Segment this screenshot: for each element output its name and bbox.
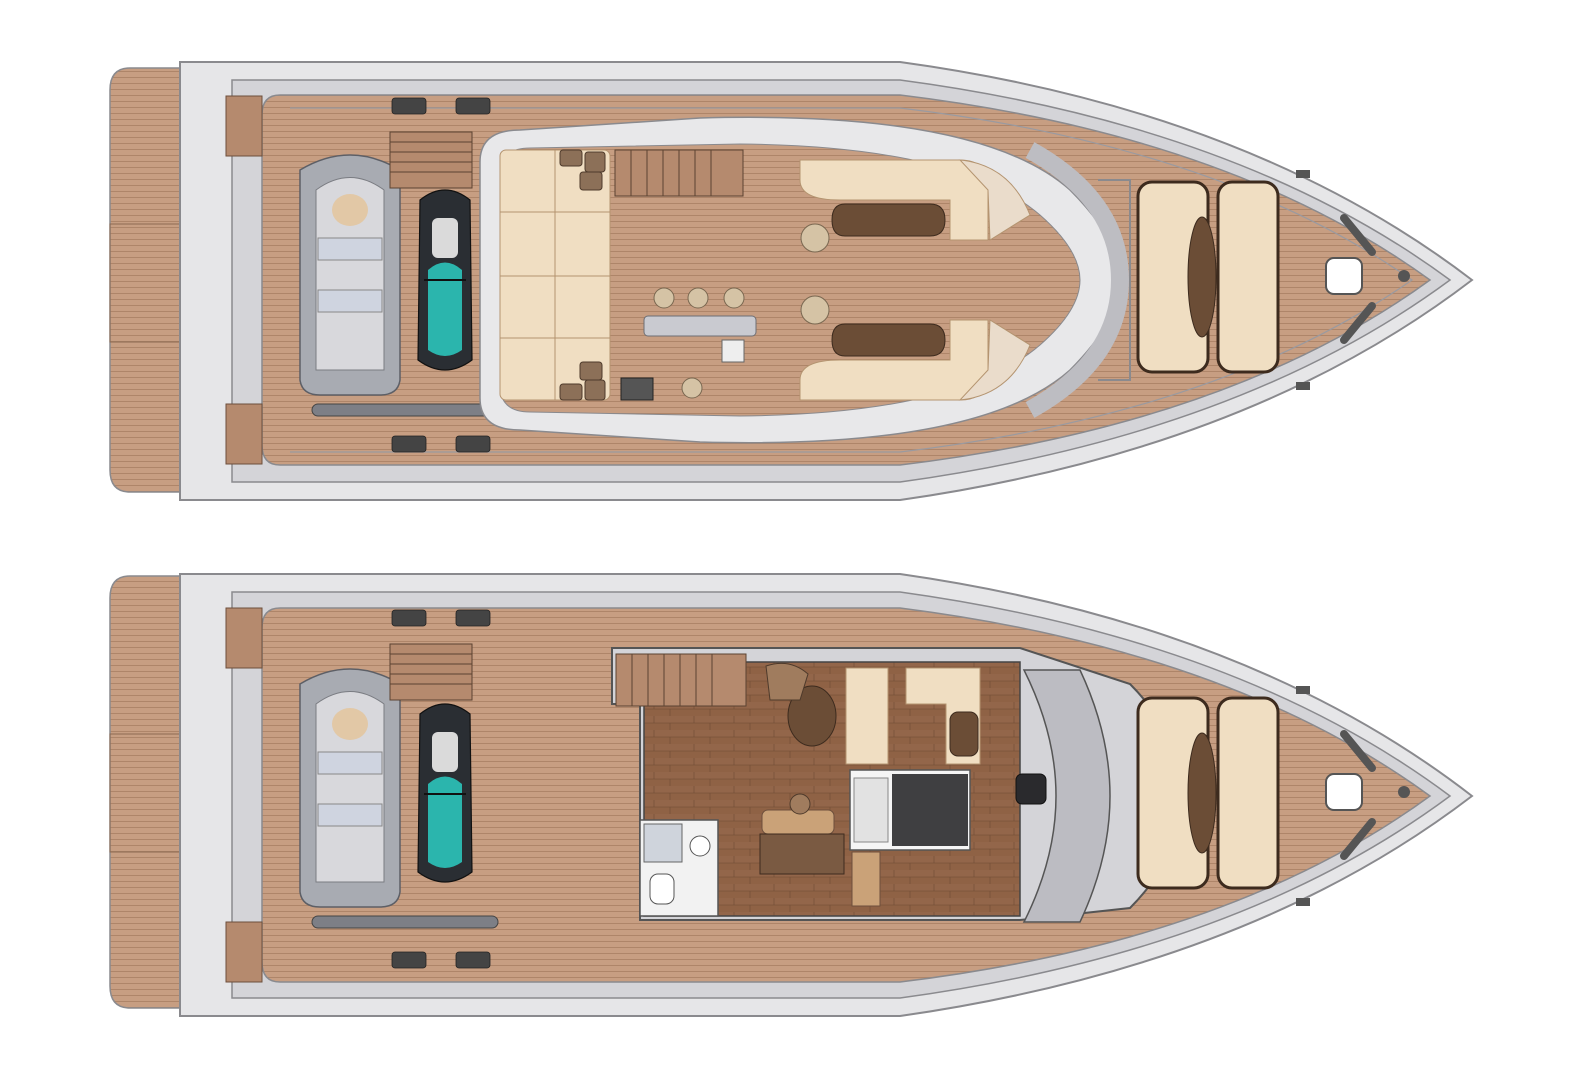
side-rail <box>290 107 1414 453</box>
davit-arm <box>311 403 499 417</box>
davit-arm <box>311 915 499 929</box>
main-deck-drawing <box>109 573 1474 1017</box>
anchor-windlass <box>1296 170 1410 390</box>
tender-dinghy <box>299 154 401 396</box>
armchair <box>765 662 809 701</box>
aft-steps <box>225 607 263 983</box>
flybridge-deck-drawing <box>109 61 1474 501</box>
berth <box>849 769 971 907</box>
bar-stool <box>723 287 745 309</box>
mesh-panel-top <box>958 159 1031 241</box>
aft-staircase <box>389 643 473 701</box>
aft-steps <box>225 95 263 465</box>
jet-ski <box>417 703 473 883</box>
windscreen <box>1025 142 1130 418</box>
foredeck-sunpads <box>1136 696 1280 890</box>
sunpad-pillows <box>559 149 606 401</box>
flybridge-deck-plan <box>109 61 1474 501</box>
mesh-panel-bottom <box>958 319 1031 401</box>
fore-hatch-frame <box>1098 179 1131 381</box>
grill <box>620 377 654 401</box>
fender-racks <box>391 609 491 969</box>
bathroom <box>639 819 719 917</box>
interior-staircase <box>615 653 747 707</box>
anchor-windlass <box>1296 686 1410 906</box>
jet-ski <box>417 189 473 371</box>
aft-staircase <box>389 131 473 189</box>
fender-racks <box>391 97 491 453</box>
helm-console <box>1022 669 1111 923</box>
aft-sunpad <box>499 149 611 401</box>
saloon-table <box>787 685 837 747</box>
bar-stool <box>653 287 675 309</box>
helm-seat <box>1015 773 1047 805</box>
bar-stool <box>681 377 703 399</box>
foredeck-sunpads <box>1136 180 1280 374</box>
u-sofa-upper <box>799 159 989 253</box>
u-sofa-lower <box>799 295 989 401</box>
sink <box>721 339 745 363</box>
bar-stool <box>687 287 709 309</box>
dinette <box>845 667 981 765</box>
companionway <box>759 793 845 875</box>
bar-counter <box>620 287 757 401</box>
flybridge-staircase <box>614 149 744 197</box>
main-deck-plan <box>0 534 1580 1068</box>
tender-dinghy <box>299 668 401 908</box>
